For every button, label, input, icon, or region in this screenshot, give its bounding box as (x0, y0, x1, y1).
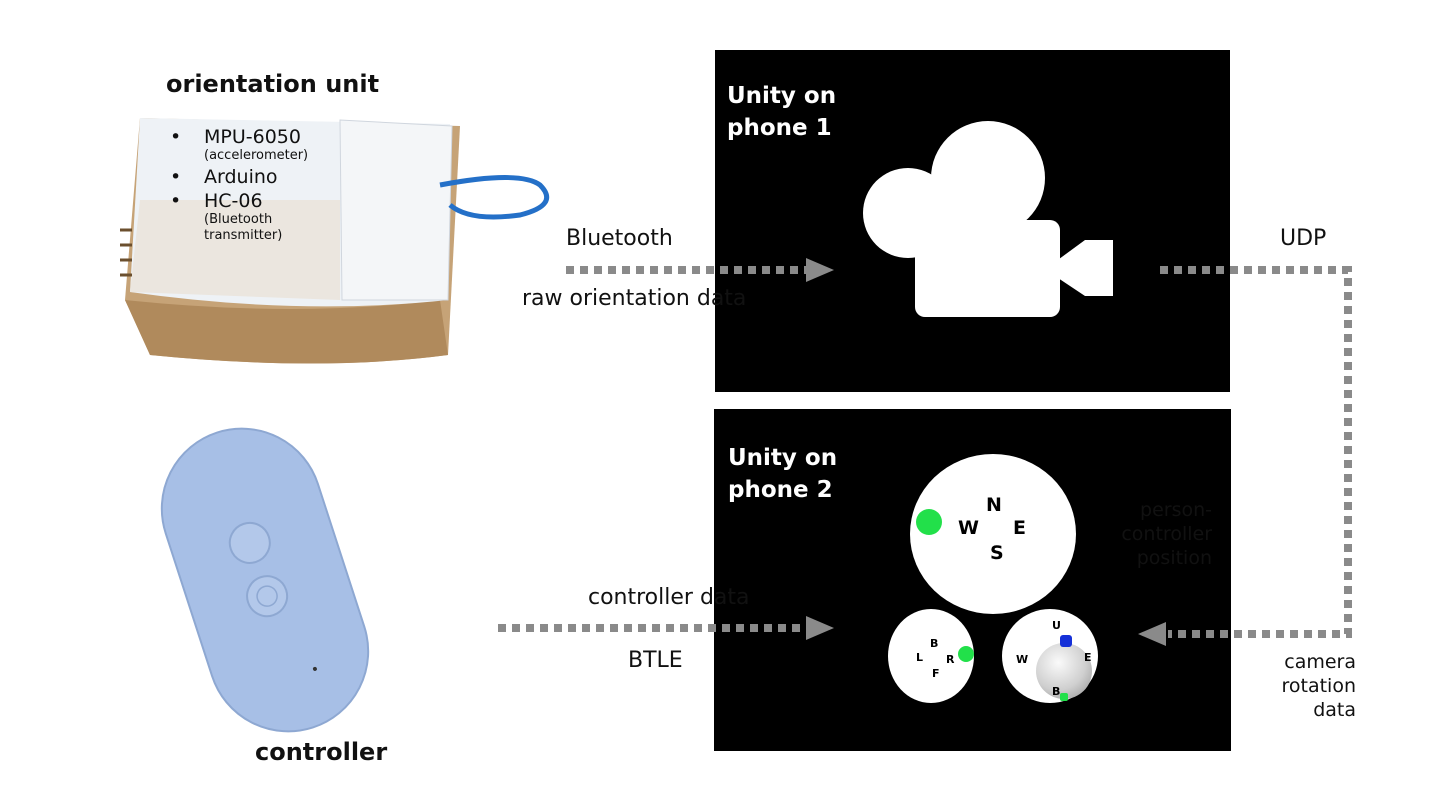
compass-s: S (990, 542, 1004, 564)
camera-rotation-label: camera rotation data (1250, 650, 1356, 722)
compass-e: E (1013, 517, 1026, 539)
camera-icon (863, 121, 1113, 317)
component-mpu: •MPU-6050 (170, 126, 301, 148)
component-hc06: •HC-06 (170, 190, 263, 212)
phone2-title-line1: Unity on (728, 445, 838, 471)
phone1-title: Unity on phone 1 (727, 80, 836, 144)
phone2-title-line2: phone 2 (728, 477, 833, 503)
small-left-r: R (946, 653, 955, 666)
udp-label: UDP (1280, 226, 1327, 251)
orientation-unit-title: orientation unit (166, 70, 380, 98)
small-left-disk: B L R F (888, 609, 974, 703)
phone1-title-line2: phone 1 (727, 115, 832, 141)
component-mpu-name: MPU-6050 (204, 126, 301, 148)
bluetooth-label: Bluetooth (566, 226, 673, 251)
compass-disk: N W E S (910, 454, 1076, 614)
small-right-disk: U W E B (1002, 609, 1098, 703)
person-controller-label: person- controller position (1110, 498, 1212, 570)
compass-w: W (958, 517, 979, 539)
raw-orientation-label: raw orientation data (522, 286, 747, 311)
person-controller-line3: position (1136, 547, 1212, 569)
person-controller-line1: person- (1140, 499, 1212, 521)
small-right-w: W (1016, 653, 1029, 666)
small-right-e: E (1084, 651, 1092, 664)
component-mpu-detail: (accelerometer) (204, 148, 309, 163)
udp-arrowhead (1138, 622, 1166, 646)
small-right-u: U (1052, 619, 1061, 632)
controller-data-label: controller data (588, 585, 750, 610)
phone1-title-line1: Unity on (727, 83, 837, 109)
small-left-l: L (916, 651, 924, 664)
small-right-b: B (1052, 685, 1061, 698)
component-hc06-name: HC-06 (204, 190, 263, 212)
component-hc06-detail: (Bluetooth transmitter) (204, 212, 283, 243)
component-list: •MPU-6050 (accelerometer) •Arduino •HC-0… (170, 126, 370, 244)
small-right-green-marker (1060, 693, 1068, 701)
small-right-blue-marker (1060, 635, 1072, 647)
phone2-title: Unity on phone 2 (728, 442, 837, 506)
camera-rotation-line1: camera (1284, 651, 1356, 673)
phone1-panel: Unity on phone 1 (715, 50, 1230, 392)
person-controller-line2: controller (1121, 523, 1212, 545)
camera-rotation-line2: rotation (1281, 675, 1356, 697)
phone2-panel: Unity on phone 2 N W E S B L R F U W E B (714, 409, 1231, 751)
small-left-f: F (932, 667, 940, 680)
component-arduino-name: Arduino (204, 166, 278, 188)
small-left-b: B (930, 637, 939, 650)
compass-green-marker (916, 509, 942, 535)
rotation-sphere (1036, 643, 1092, 699)
udp-arrow-line (1160, 266, 1352, 638)
component-arduino: •Arduino (170, 166, 278, 188)
controller-title: controller (255, 738, 388, 766)
btle-label: BTLE (628, 648, 683, 673)
camera-rotation-line3: data (1313, 699, 1356, 721)
bluetooth-arrowhead (806, 258, 834, 282)
small-left-green-marker (958, 646, 974, 662)
compass-n: N (986, 494, 1002, 516)
btle-arrowhead (806, 616, 834, 640)
